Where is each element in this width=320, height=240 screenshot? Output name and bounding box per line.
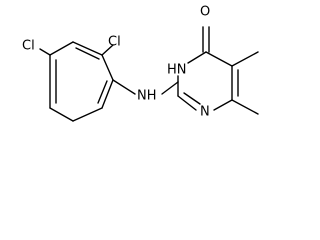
phenyl-ring	[49, 41, 114, 122]
bond-ring-b	[72, 41, 103, 56]
bond-c6-n1	[213, 99, 233, 111]
atom-oxygen: O	[200, 5, 210, 20]
bond-to-nh	[112, 79, 136, 95]
bond-ring-c	[101, 54, 114, 81]
bond-ring-e	[72, 107, 103, 122]
bond-nh-to-ring	[161, 81, 179, 95]
chemical-structure: Cl Cl NH HN N O	[22, 5, 259, 122]
bond-ring-d	[101, 79, 114, 109]
bond-n1-c2	[177, 95, 197, 111]
bond-ring-a	[49, 41, 74, 56]
pyrimidinone-ring	[177, 51, 239, 111]
bond-methyl-6	[231, 99, 259, 115]
bond-cl-top	[101, 44, 114, 56]
bond-n3-c4	[187, 51, 207, 64]
atom-cl-top: Cl	[108, 35, 121, 50]
atom-n-ring: N	[200, 105, 210, 120]
bond-n1-c2-inner	[183, 92, 201, 105]
atom-nh-ring: HN	[167, 63, 187, 78]
bond-ring-b-inner	[75, 47, 100, 60]
atom-cl-left: Cl	[22, 39, 35, 54]
bond-ring-d-inner	[97, 80, 108, 104]
bond-c4-c5	[205, 51, 233, 67]
atom-nh-amine: NH	[137, 89, 157, 104]
bond-methyl-5	[231, 51, 259, 67]
bond-cl-left	[39, 48, 51, 56]
bond-ring-f	[49, 107, 74, 122]
